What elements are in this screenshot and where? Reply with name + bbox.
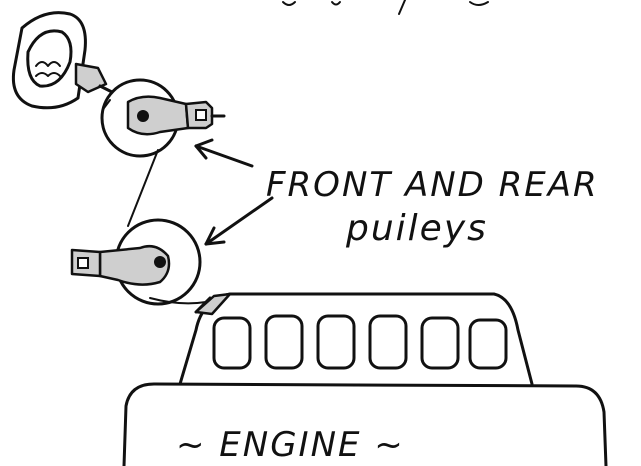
top-scribble — [283, 0, 488, 14]
intake-slot — [470, 320, 506, 368]
intake-slot — [370, 316, 406, 368]
engine-label: ~ ENGINE ~ — [176, 425, 405, 465]
rear-pulley — [72, 220, 206, 304]
intake-slot — [422, 318, 458, 368]
engine-intake — [180, 294, 532, 384]
arrow-front — [196, 140, 252, 166]
intake-slot — [214, 318, 250, 368]
arrow-rear — [206, 198, 272, 244]
intake-slot — [266, 316, 302, 368]
pulleys-label-line1: FRONT AND REAR — [266, 165, 599, 205]
pulleys-label-line2: puileys — [345, 208, 488, 249]
front-pulley — [102, 80, 224, 156]
crank-handle — [13, 13, 112, 108]
intake-slot — [318, 316, 354, 368]
